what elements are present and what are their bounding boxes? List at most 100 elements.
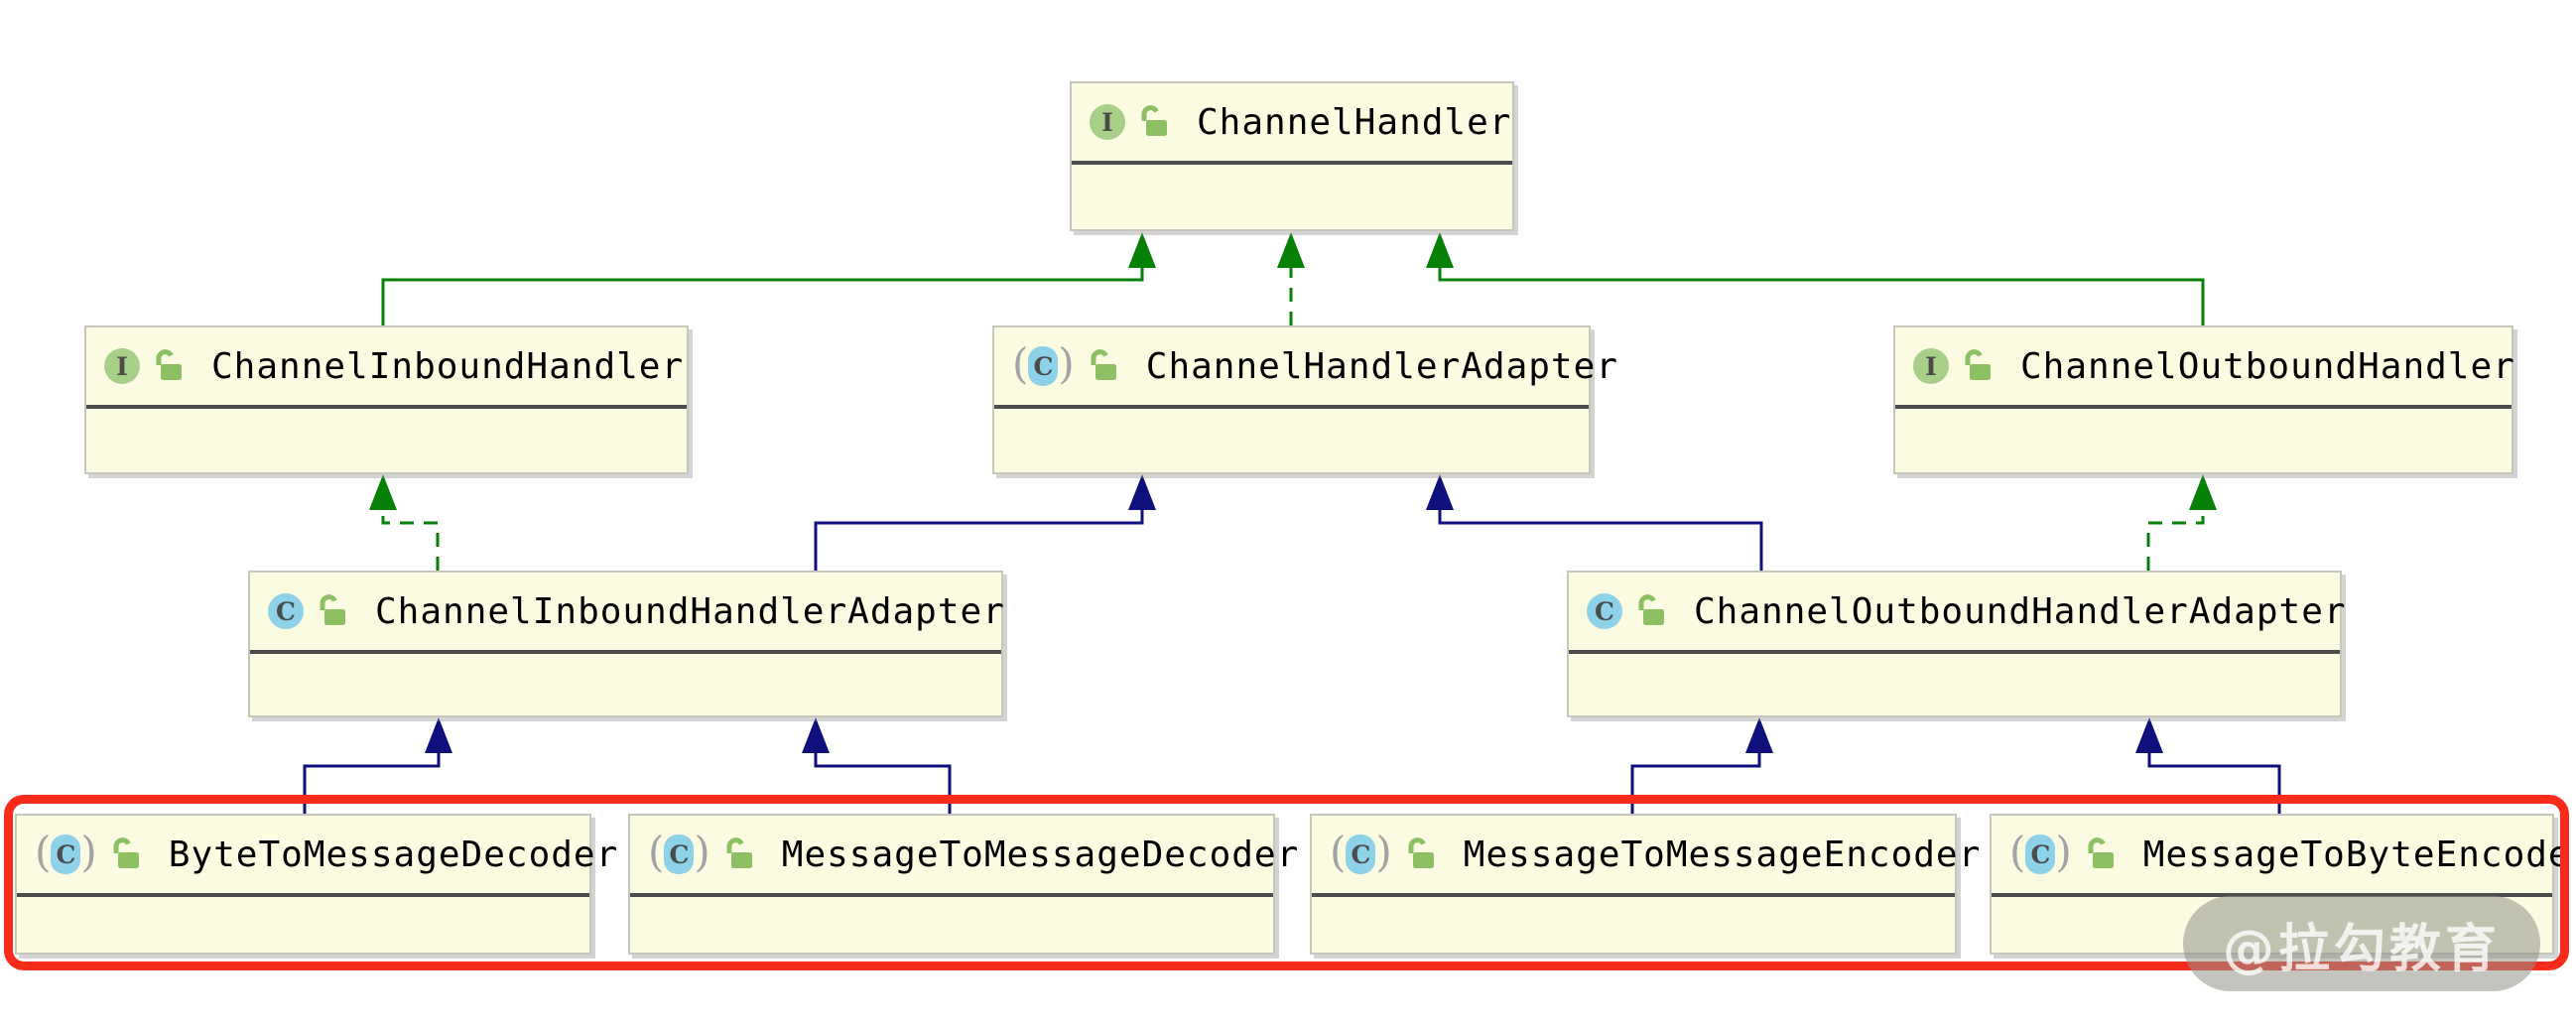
interface-icon: I — [1913, 348, 1949, 384]
class-icon: C — [268, 593, 304, 629]
abstract-class-icon: C — [2025, 834, 2056, 874]
node-title-row: (C) MessageToByteEncoder — [1992, 816, 2576, 893]
unlocked-padlock-icon — [2088, 837, 2114, 868]
node-title-row: C ChannelInboundHandlerAdapter — [250, 573, 1004, 650]
edge-extends-channel-outbound-handler-to-channel-handler — [1438, 266, 2205, 325]
class-name-label: ChannelOutboundHandler — [2020, 345, 2515, 387]
diagram-node-channel-handler-adapter[interactable]: (C) ChannelHandlerAdapter — [992, 325, 1617, 474]
inheritance-arrowhead — [369, 474, 397, 510]
diagram-node-message-to-message-encoder[interactable]: (C)MessageToMessageEncoder — [1310, 814, 1980, 955]
interface-icon: I — [1090, 104, 1125, 140]
edge-extends-message-to-message-encoder-to-channel-outbound-handler-adapter — [1630, 751, 1761, 814]
abstract-paren-right: ) — [1058, 339, 1075, 388]
class-name-label: ChannelOutboundHandlerAdapter — [1694, 590, 2347, 632]
abstract-paren-left: ( — [35, 828, 52, 876]
unlocked-padlock-icon — [726, 837, 752, 868]
node-title-separator — [1569, 650, 2340, 654]
unlocked-padlock-icon — [1965, 349, 1991, 380]
abstract-class-icon: C — [1346, 834, 1376, 874]
abstract-class-icon: C — [1028, 346, 1059, 386]
inheritance-arrowhead — [802, 717, 830, 753]
abstract-class-icon: (C) — [648, 828, 710, 876]
node-title-separator — [250, 650, 1001, 654]
abstract-paren-right: ) — [2055, 828, 2072, 876]
class-name-label: ChannelInboundHandler — [211, 345, 685, 387]
diagram-node-byte-to-message-decoder[interactable]: (C) ByteToMessageDecoder — [15, 814, 617, 955]
diagram-node-message-to-message-decoder[interactable]: (C) MessageToMessageDecoder — [628, 814, 1298, 955]
node-title-separator — [86, 405, 687, 409]
inheritance-arrowhead — [425, 717, 452, 753]
node-title-separator — [17, 893, 589, 897]
abstract-paren-left: ( — [1330, 828, 1347, 876]
inheritance-arrowhead — [1277, 232, 1305, 268]
node-title-separator — [1895, 405, 2512, 409]
class-name-label: ChannelHandler — [1197, 101, 1512, 143]
class-name-label: MessageToMessageDecoder — [781, 834, 1300, 875]
watermark-badge: @拉勾教育 — [2183, 896, 2540, 991]
abstract-paren-right: ) — [1375, 828, 1392, 876]
unlocked-padlock-icon — [1638, 594, 1664, 625]
unlocked-padlock-icon — [320, 594, 345, 625]
unlocked-padlock-icon — [1408, 837, 1434, 868]
node-members-section — [86, 409, 687, 472]
inheritance-arrowhead — [1128, 474, 1156, 510]
inheritance-arrowhead — [1128, 232, 1156, 268]
class-name-label: ChannelInboundHandlerAdapter — [375, 590, 1005, 632]
unlocked-padlock-icon — [1141, 105, 1167, 136]
edge-extends-byte-to-message-decoder-to-channel-inbound-handler-adapter — [303, 751, 441, 814]
watermark-text: @拉勾教育 — [2222, 919, 2501, 979]
node-title-row: I ChannelHandler — [1072, 83, 1512, 161]
node-title-row: I ChannelOutboundHandler — [1895, 327, 2515, 405]
unlocked-padlock-icon — [1091, 349, 1116, 380]
inheritance-arrowhead — [1426, 232, 1454, 268]
node-title-row: (C) MessageToMessageDecoder — [630, 816, 1298, 893]
node-title-row: I ChannelInboundHandler — [86, 327, 687, 405]
abstract-paren-right: ) — [80, 828, 97, 876]
node-title-row: (C) ChannelHandlerAdapter — [994, 327, 1617, 405]
class-name-label: ChannelHandlerAdapter — [1145, 345, 1618, 387]
abstract-class-icon: C — [664, 834, 695, 874]
node-title-separator — [994, 405, 1589, 409]
diagram-node-channel-inbound-handler[interactable]: I ChannelInboundHandler — [84, 325, 689, 474]
edge-extends-channel-inbound-handler-to-channel-handler — [381, 266, 1144, 325]
node-title-separator — [1072, 161, 1512, 165]
diagram-node-channel-handler[interactable]: I ChannelHandler — [1070, 81, 1514, 231]
edge-extends-channel-inbound-handler-adapter-to-channel-handler-adapter — [814, 508, 1144, 571]
unlocked-padlock-icon — [113, 837, 139, 868]
inheritance-arrowhead — [2135, 717, 2163, 753]
diagram-node-channel-inbound-handler-adapter[interactable]: C ChannelInboundHandlerAdapter — [248, 571, 1004, 717]
node-members-section — [1312, 897, 1955, 953]
inheritance-arrowhead — [1426, 474, 1454, 510]
diagram-node-channel-outbound-handler-adapter[interactable]: C ChannelOutboundHandlerAdapter — [1567, 571, 2346, 717]
inheritance-arrowhead — [2189, 474, 2217, 510]
class-name-label: MessageToByteEncoder — [2142, 834, 2576, 875]
abstract-class-icon: (C) — [35, 828, 97, 876]
abstract-class-icon: (C) — [2009, 828, 2072, 876]
edge-extends-message-to-byte-encoder-to-channel-outbound-handler-adapter — [2147, 751, 2281, 814]
node-members-section — [250, 654, 1001, 715]
node-title-row: C ChannelOutboundHandlerAdapter — [1569, 573, 2346, 650]
node-members-section — [994, 409, 1589, 472]
abstract-paren-left: ( — [1012, 339, 1029, 388]
edge-extends-channel-outbound-handler-adapter-to-channel-handler-adapter — [1438, 508, 1763, 571]
class-name-label: ByteToMessageDecoder — [168, 834, 619, 875]
edge-extends-message-to-message-decoder-to-channel-inbound-handler-adapter — [814, 751, 952, 814]
abstract-paren-left: ( — [2009, 828, 2026, 876]
node-title-separator — [1992, 893, 2552, 897]
inheritance-arrowhead — [1745, 717, 1773, 753]
class-icon: C — [1587, 593, 1622, 629]
abstract-paren-left: ( — [648, 828, 665, 876]
node-title-separator — [630, 893, 1273, 897]
abstract-paren-right: ) — [694, 828, 710, 876]
node-members-section — [1895, 409, 2512, 472]
node-members-section — [1569, 654, 2340, 715]
node-members-section — [17, 897, 589, 953]
node-title-row: (C)MessageToMessageEncoder — [1312, 816, 1980, 893]
edge-implements-channel-outbound-handler-adapter-to-channel-outbound-handler — [2146, 508, 2205, 571]
interface-icon: I — [104, 348, 140, 384]
node-members-section — [1072, 165, 1512, 229]
node-title-separator — [1312, 893, 1955, 897]
diagram-node-channel-outbound-handler[interactable]: I ChannelOutboundHandler — [1893, 325, 2515, 474]
